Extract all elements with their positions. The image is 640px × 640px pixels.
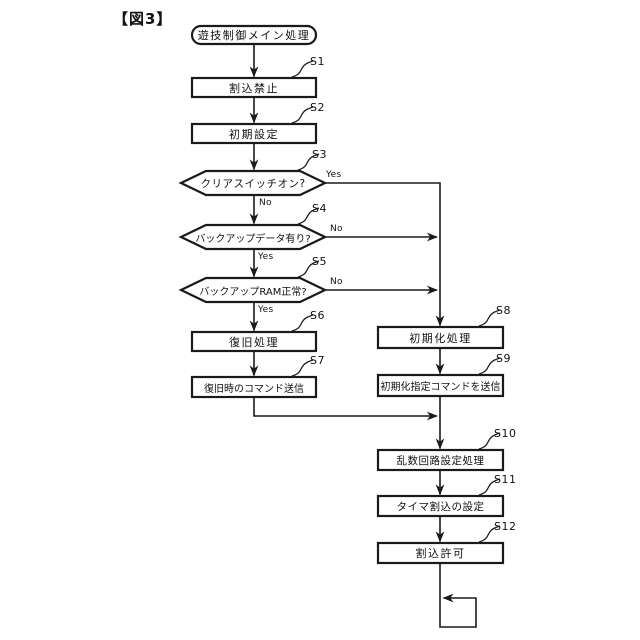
process-box-s11 [376,494,505,518]
leader-s12 [478,525,501,543]
line-s3-yes-branch [325,182,445,327]
step-id-s10: S10 [494,427,517,440]
leader-s2 [291,106,314,124]
step-id-s9: S9 [496,352,511,365]
branch-label-s4-no: No [330,224,343,234]
process-label-s7: 復旧時のコマンド送信 [204,383,304,395]
process-label-s6: 復旧処理 [229,335,279,349]
decision-label-s4: バックアップデータ有り? [195,233,311,245]
arrow-s7-merge-right [253,397,438,421]
leader-s8 [478,309,501,327]
step-id-s6: S6 [310,309,325,322]
step-id-s5: S5 [312,255,327,268]
leader-s9 [478,357,501,375]
process-label-s9: 初期化指定コマンドを送信 [380,382,501,393]
decision-hexagon-s3 [178,169,328,197]
terminator-start [190,24,318,46]
leader-s1 [291,60,314,78]
leader-s5 [297,260,320,278]
leader-s3 [297,153,320,171]
decision-label-s3: クリアスイッチオン? [200,177,306,190]
process-label-s2: 初期設定 [229,127,279,141]
process-box-s8 [376,325,505,350]
step-id-s3: S3 [312,148,327,161]
decision-hexagon-s5 [178,276,328,304]
branch-label-s4-yes: Yes [258,252,274,262]
process-box-s1 [190,76,318,99]
branch-label-s5-yes: Yes [258,305,274,315]
process-label-s8: 初期化処理 [409,331,472,345]
leader-s7 [291,359,314,377]
process-box-s12 [376,541,505,565]
step-id-s2: S2 [310,101,325,114]
branch-label-s5-no: No [330,277,343,287]
loop-back-arrow [439,563,477,628]
process-box-s7 [190,375,318,399]
figure-title: 【図3】 [113,10,173,28]
step-id-s4: S4 [312,202,327,215]
process-label-s11: タイマ割込の設定 [396,500,485,513]
branch-label-s3-yes: Yes [326,170,342,180]
flow-connectors [249,44,477,628]
step-id-s8: S8 [496,304,511,317]
leader-s11 [478,478,501,496]
decision-label-s5: バックアップRAM正常? [199,286,307,298]
leader-s6 [291,314,314,332]
step-id-s12: S12 [494,520,517,533]
process-box-s10 [376,448,505,472]
process-label-s1: 割込禁止 [229,81,279,95]
flow-nodes [178,24,505,565]
leader-s10 [478,432,501,450]
process-box-s2 [190,122,318,145]
step-id-s11: S11 [494,473,517,486]
process-box-s9 [376,373,505,398]
step-id-s7: S7 [310,354,325,367]
leader-s4 [297,207,320,225]
decision-hexagon-s4 [178,223,328,251]
step-label-leaders [291,60,501,543]
step-id-s1: S1 [310,55,325,68]
process-label-s10: 乱数回路設定処理 [396,454,485,467]
process-box-s6 [190,330,318,353]
start-terminator-label: 遊技制御メイン処理 [197,29,311,42]
process-label-s12: 割込許可 [415,547,466,560]
branch-label-s3-no: No [259,198,272,208]
